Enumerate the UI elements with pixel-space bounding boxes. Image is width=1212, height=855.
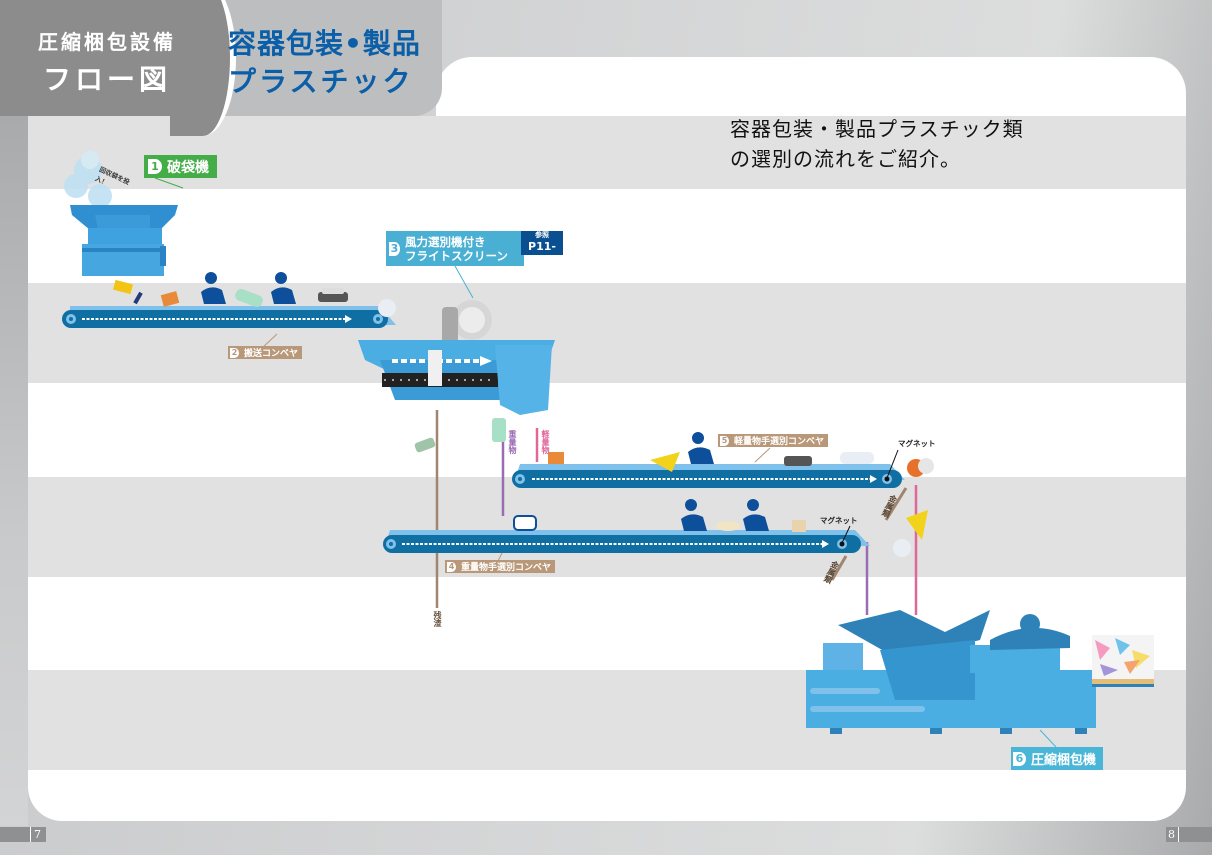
magnet-label-2: マグネット [820, 516, 858, 525]
reference-label: 参照 [535, 231, 549, 239]
transport-conveyor [62, 306, 396, 328]
flight-screen-machine [358, 300, 555, 415]
page-title-line1: 容器包装•製品 [228, 27, 421, 60]
category-tab-curve [170, 0, 236, 136]
waste-items-conveyor-5 [548, 452, 934, 557]
bag-breaker-machine [70, 205, 178, 276]
step-4-name: 重量物手選別コンベヤ [461, 563, 552, 573]
leader-1 [154, 177, 184, 189]
metal-chute-2 [830, 555, 848, 581]
plastic-bale [1092, 635, 1154, 687]
waste-items-conveyor-2 [113, 279, 396, 317]
intro-text: 容器包装・製品プラスチック類 の選別の流れをご紹介。 [730, 114, 1024, 174]
page-number-right-text: 8 [1168, 827, 1179, 842]
heavy-sorting-conveyor [383, 530, 870, 553]
leader-2 [261, 333, 278, 349]
page-number-left: 7 [0, 827, 46, 842]
workers-conveyor-2 [201, 272, 296, 304]
magnet-leader-1 [886, 449, 899, 479]
step-1-name: 破袋機 [167, 159, 209, 176]
magnet-leader-2 [841, 525, 851, 544]
step-4-number: 4 [447, 561, 456, 572]
step-1-number: 1 [148, 159, 162, 174]
leader-5 [754, 447, 771, 463]
leader-3 [454, 265, 474, 299]
magnet-label-1: マグネット [898, 439, 936, 448]
title-tab [212, 0, 442, 116]
light-sorting-conveyor [512, 464, 905, 488]
page-number-right: 8 [1166, 827, 1212, 842]
step-6-name: 圧縮梱包機 [1031, 753, 1097, 768]
leader-4 [497, 552, 503, 562]
step-2-number: 2 [230, 347, 239, 358]
step-2-label: 2 搬送コンベヤ [228, 346, 303, 359]
page-reference-badge: 参照 P11-12 [521, 231, 563, 266]
page-title-line2: プラスチック [228, 65, 414, 98]
step-6-label: 6 圧縮梱包機 [1011, 747, 1104, 770]
band-row-3 [28, 477, 1186, 577]
step-3-number: 3 [389, 241, 400, 256]
page-edge-left [0, 116, 28, 826]
step-5-number: 5 [720, 435, 729, 446]
light-items-label: 軽量物 [541, 430, 550, 454]
band-row-1 [28, 116, 1186, 189]
step-3-label: 3 風力選別機付き フライトスクリーン [386, 231, 524, 266]
step-5-name: 軽量物手選別コンベヤ [734, 437, 825, 447]
heavy-items-label: 重量物 [508, 430, 517, 454]
worker-conveyor-5 [688, 432, 714, 464]
reference-pages: P11-12 [528, 240, 556, 266]
workers-conveyor-4 [681, 499, 769, 531]
step-3-name-line2: フライトスクリーン [405, 248, 508, 263]
waste-items-conveyor-4 [414, 418, 806, 532]
category-title: 圧縮梱包設備 [38, 30, 176, 54]
page-number-left-text: 7 [30, 827, 41, 842]
garbage-bags-illustration [64, 151, 112, 208]
step-1-label: 1 破袋機 [144, 155, 217, 178]
metal-chute-1 [884, 487, 908, 521]
step-2-name: 搬送コンベヤ [244, 349, 299, 359]
leader-6 [1039, 729, 1057, 748]
intro-line1: 容器包装・製品プラスチック類 [730, 117, 1024, 141]
step-4-label: 4 重量物手選別コンベヤ [445, 560, 556, 573]
step-3-name-line1: 風力選別機付き [405, 234, 486, 249]
compression-baler-machine [806, 610, 1096, 734]
category-subtitle: フロー図 [42, 63, 171, 96]
intro-line2: の選別の流れをご紹介。 [730, 147, 961, 171]
panel-top-tab [436, 57, 1186, 117]
residue-label: 残渣 [433, 611, 442, 627]
step-5-label: 5 軽量物手選別コンベヤ [718, 434, 829, 447]
step-6-number: 6 [1013, 751, 1026, 766]
